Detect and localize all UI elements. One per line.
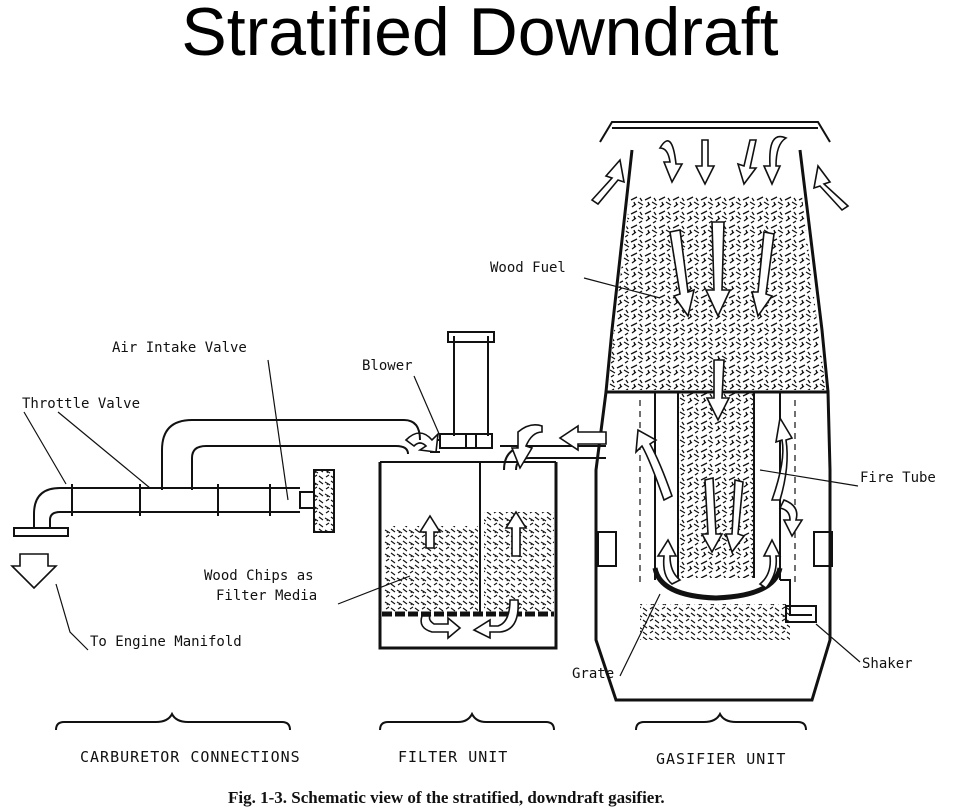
to-engine-manifold-label: To Engine Manifold [90, 634, 242, 650]
leader-lines [23, 277, 861, 677]
fire-tube-label: Fire Tube [860, 470, 936, 486]
gasifier-unit [590, 121, 850, 702]
throttle-valve-label: Throttle Valve [22, 396, 140, 412]
carburetor-section-label: CARBURETOR CONNECTIONS [80, 748, 301, 766]
wood-chips-label-line2: Filter Media [216, 588, 317, 604]
grate-label: Grate [572, 666, 614, 682]
carburetor-connections [10, 419, 421, 590]
shaker-label: Shaker [862, 656, 913, 672]
filter-unit [378, 331, 607, 650]
slide-title: Stratified Downdraft [181, 0, 779, 70]
grate [652, 567, 783, 601]
ash-bed [640, 604, 790, 640]
carburetor-brace [55, 711, 291, 731]
wood-chips-label-line1: Wood Chips as [204, 568, 314, 584]
air-intake-filter [313, 469, 335, 533]
wood-fuel-label: Wood Fuel [490, 260, 566, 276]
filter-brace [379, 711, 555, 731]
blower-label: Blower [362, 358, 413, 374]
figure-caption: Fig. 1-3. Schematic view of the stratifi… [228, 788, 665, 807]
filter-section-label: FILTER UNIT [398, 748, 508, 766]
air-intake-valve-label: Air Intake Valve [112, 340, 247, 356]
gasifier-section-label: GASIFIER UNIT [656, 750, 786, 768]
gasifier-brace [635, 711, 807, 731]
